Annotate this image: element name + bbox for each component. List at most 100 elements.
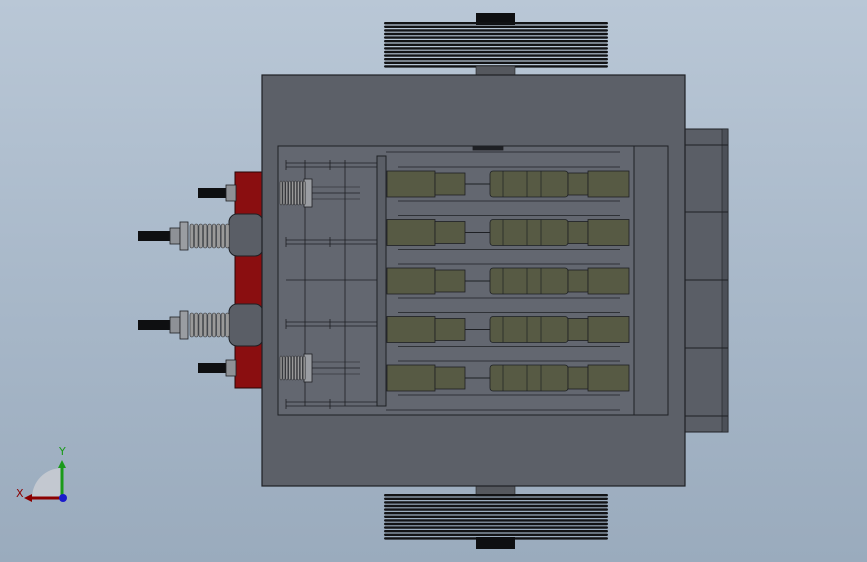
terminal-red-body bbox=[234, 171, 263, 389]
spring-coil bbox=[297, 180, 300, 206]
fitting bbox=[198, 353, 360, 383]
spring-coil bbox=[282, 355, 286, 381]
spring-coil bbox=[220, 223, 226, 249]
heatsink-fin bbox=[384, 40, 608, 43]
contact-blade-right bbox=[587, 219, 630, 246]
right-flange bbox=[684, 128, 729, 433]
fitting-nut bbox=[225, 184, 237, 202]
terminal-collar-upper bbox=[228, 213, 264, 257]
spring-coil bbox=[225, 223, 230, 249]
spring-coil bbox=[189, 223, 194, 249]
fitting-nut bbox=[169, 316, 181, 334]
contact-body bbox=[489, 316, 569, 343]
spring-coil bbox=[299, 355, 303, 381]
spring-coil bbox=[291, 180, 294, 206]
fitting-plate bbox=[179, 221, 189, 251]
bottom-heatsink-fins bbox=[384, 494, 608, 540]
heatsink-fin bbox=[384, 522, 608, 526]
spring-coil bbox=[194, 312, 199, 338]
contact-blade-right bbox=[587, 267, 630, 295]
heatsink-fin bbox=[384, 515, 608, 518]
spring-coil bbox=[207, 312, 212, 338]
z-axis-dot bbox=[59, 494, 67, 502]
spring-coil bbox=[216, 312, 221, 338]
fitting-rod bbox=[138, 320, 170, 330]
contact-blade-left bbox=[386, 364, 436, 392]
spring-coil bbox=[216, 223, 221, 249]
spring-coil bbox=[294, 180, 297, 206]
left-fittings bbox=[138, 178, 360, 383]
inner-right-rail bbox=[633, 145, 669, 416]
spring-coil bbox=[211, 223, 217, 249]
heatsink-fin bbox=[384, 50, 608, 54]
heatsink-fin bbox=[384, 32, 608, 36]
heatsink-fin bbox=[384, 43, 608, 46]
spring-coil bbox=[297, 355, 300, 381]
contact-blade-right bbox=[587, 316, 630, 343]
triad-plane bbox=[32, 468, 62, 498]
contact-neck-right bbox=[567, 269, 589, 293]
heatsink-fin bbox=[384, 61, 608, 64]
bottom-heatsink-cap bbox=[476, 537, 515, 549]
contact-neck-left bbox=[434, 366, 466, 390]
heatsink-fin bbox=[384, 504, 608, 508]
contact-neck-right bbox=[567, 172, 589, 196]
spring-coil bbox=[288, 355, 292, 381]
bottom-heatsink bbox=[384, 485, 608, 549]
spring-coil bbox=[203, 312, 208, 338]
contact-row bbox=[386, 360, 630, 396]
spring-coil bbox=[279, 355, 283, 381]
spring-coil bbox=[299, 180, 303, 206]
contact-row bbox=[386, 166, 630, 202]
heatsink-fin bbox=[384, 494, 608, 497]
left-terminal-block bbox=[228, 171, 264, 389]
axis-triad: X Y bbox=[16, 445, 67, 502]
spring-coil bbox=[198, 223, 203, 249]
contact-neck-left bbox=[434, 221, 466, 244]
contact-row bbox=[386, 215, 630, 250]
contact-neck-left bbox=[434, 172, 466, 196]
heatsink-fin bbox=[384, 36, 608, 39]
x-axis-label: X bbox=[16, 487, 24, 500]
heatsink-fin bbox=[384, 519, 608, 522]
spring-coil bbox=[302, 355, 306, 381]
heatsink-fin bbox=[384, 533, 608, 536]
heatsink-fin bbox=[384, 25, 608, 28]
top-heatsink bbox=[384, 13, 608, 77]
contact-rows bbox=[386, 166, 630, 396]
spring-coil bbox=[279, 180, 283, 206]
heatsink-fin bbox=[384, 54, 608, 57]
contact-blade-right bbox=[587, 170, 630, 198]
heatsink-fin bbox=[384, 530, 608, 533]
contact-body bbox=[489, 364, 569, 392]
center-divider bbox=[376, 155, 387, 407]
spring-coil bbox=[288, 180, 292, 206]
x-axis-arrowhead bbox=[24, 494, 32, 502]
contact-blade-left bbox=[386, 219, 436, 246]
heatsink-fin bbox=[384, 497, 608, 500]
heatsink-fin bbox=[384, 512, 608, 515]
fitting bbox=[138, 221, 230, 251]
contact-neck-right bbox=[567, 366, 589, 390]
contact-neck-right bbox=[567, 221, 589, 244]
heatsink-fin bbox=[384, 29, 608, 32]
heatsink-fin bbox=[384, 508, 608, 511]
contact-blade-right bbox=[587, 364, 630, 392]
fitting-plate bbox=[179, 310, 189, 340]
spring-coil bbox=[285, 180, 289, 206]
spring-coil bbox=[294, 355, 297, 381]
contact-row bbox=[386, 312, 630, 347]
spring-coil bbox=[198, 312, 203, 338]
heatsink-fin bbox=[384, 501, 608, 504]
spring-coil bbox=[194, 223, 199, 249]
contact-body bbox=[489, 170, 569, 198]
contact-neck-left bbox=[434, 269, 466, 293]
fitting-nut bbox=[225, 359, 237, 377]
contact-blade-left bbox=[386, 316, 436, 343]
contact-neck-left bbox=[434, 318, 466, 341]
contact-blade-left bbox=[386, 170, 436, 198]
fitting-rod bbox=[138, 231, 170, 241]
spring-coil bbox=[225, 312, 230, 338]
